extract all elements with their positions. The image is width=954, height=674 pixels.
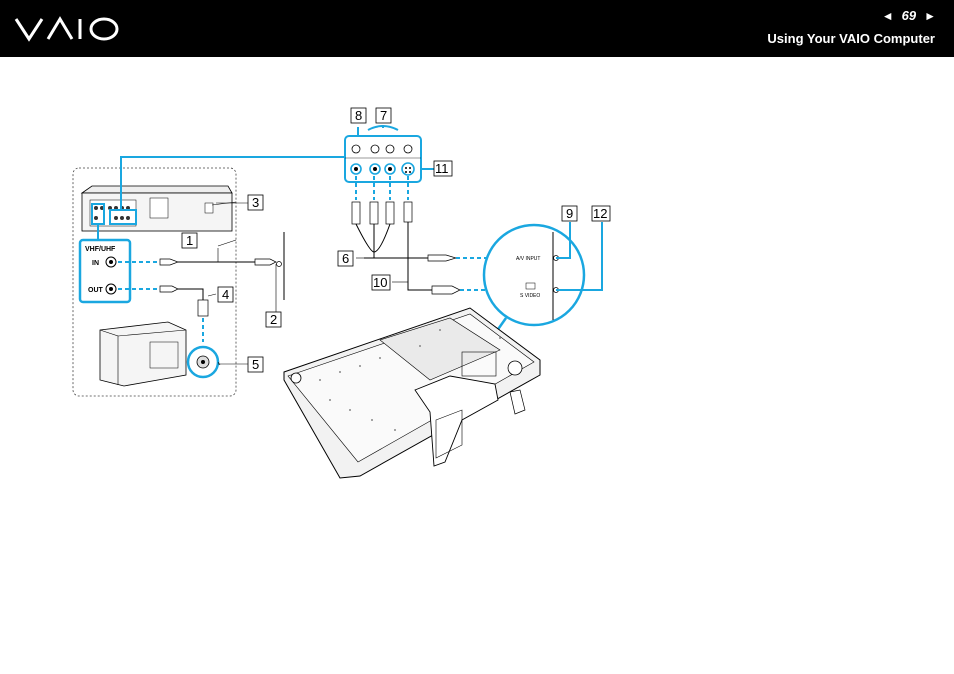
svg-text:12: 12 bbox=[593, 206, 607, 221]
magnified-port-view: A/V INPUT S VIDEO bbox=[482, 223, 586, 327]
out-label: OUT bbox=[88, 287, 104, 294]
svg-text:3: 3 bbox=[252, 195, 259, 210]
in-label: IN bbox=[92, 260, 99, 267]
svg-text:8: 8 bbox=[355, 108, 362, 123]
s-video-port-label: S VIDEO bbox=[520, 293, 540, 299]
callout-2: 2 bbox=[265, 311, 282, 328]
svg-text:4: 4 bbox=[222, 287, 229, 302]
previous-page-arrow-icon[interactable]: ◄ bbox=[881, 8, 894, 23]
av-input-port-label: A/V INPUT bbox=[516, 256, 540, 262]
vaio-computer-rear bbox=[283, 307, 541, 479]
page-navigator: ◄ 69 ► bbox=[882, 8, 936, 23]
svg-text:1: 1 bbox=[186, 233, 193, 248]
svg-text:9: 9 bbox=[566, 206, 573, 221]
callout-12: 12 bbox=[591, 205, 611, 222]
callout-11: 11 bbox=[433, 160, 453, 177]
page-number: 69 bbox=[901, 8, 917, 23]
vhf-uhf-panel bbox=[78, 238, 132, 304]
callout-9: 9 bbox=[561, 205, 578, 222]
header-bar: ◄ 69 ► Using Your VAIO Computer bbox=[0, 0, 954, 57]
svg-text:10: 10 bbox=[373, 275, 387, 290]
callout-6: 6 bbox=[337, 250, 354, 267]
callout-3: 3 bbox=[247, 194, 264, 211]
callout-10: 10 bbox=[371, 274, 391, 291]
callout-1: 1 bbox=[181, 232, 198, 249]
next-page-arrow-icon[interactable]: ► bbox=[924, 8, 936, 23]
vcr-output-highlight bbox=[109, 209, 137, 225]
vaio-logo bbox=[14, 16, 119, 42]
external-devices-outline bbox=[72, 167, 237, 397]
callout-8: 8 bbox=[350, 107, 367, 124]
vhf-uhf-label: VHF/UHF bbox=[85, 246, 116, 253]
callout-4: 4 bbox=[217, 286, 234, 303]
callout-5: 5 bbox=[247, 356, 264, 373]
svg-text:11: 11 bbox=[435, 161, 449, 176]
section-title: Using Your VAIO Computer bbox=[767, 31, 935, 46]
svg-text:2: 2 bbox=[270, 312, 277, 327]
svg-text:5: 5 bbox=[252, 357, 259, 372]
svg-text:6: 6 bbox=[342, 251, 349, 266]
av-connector-panel bbox=[344, 135, 422, 183]
tv-set bbox=[99, 321, 187, 387]
callout-7: 7 bbox=[375, 107, 392, 124]
svg-text:7: 7 bbox=[380, 108, 387, 123]
